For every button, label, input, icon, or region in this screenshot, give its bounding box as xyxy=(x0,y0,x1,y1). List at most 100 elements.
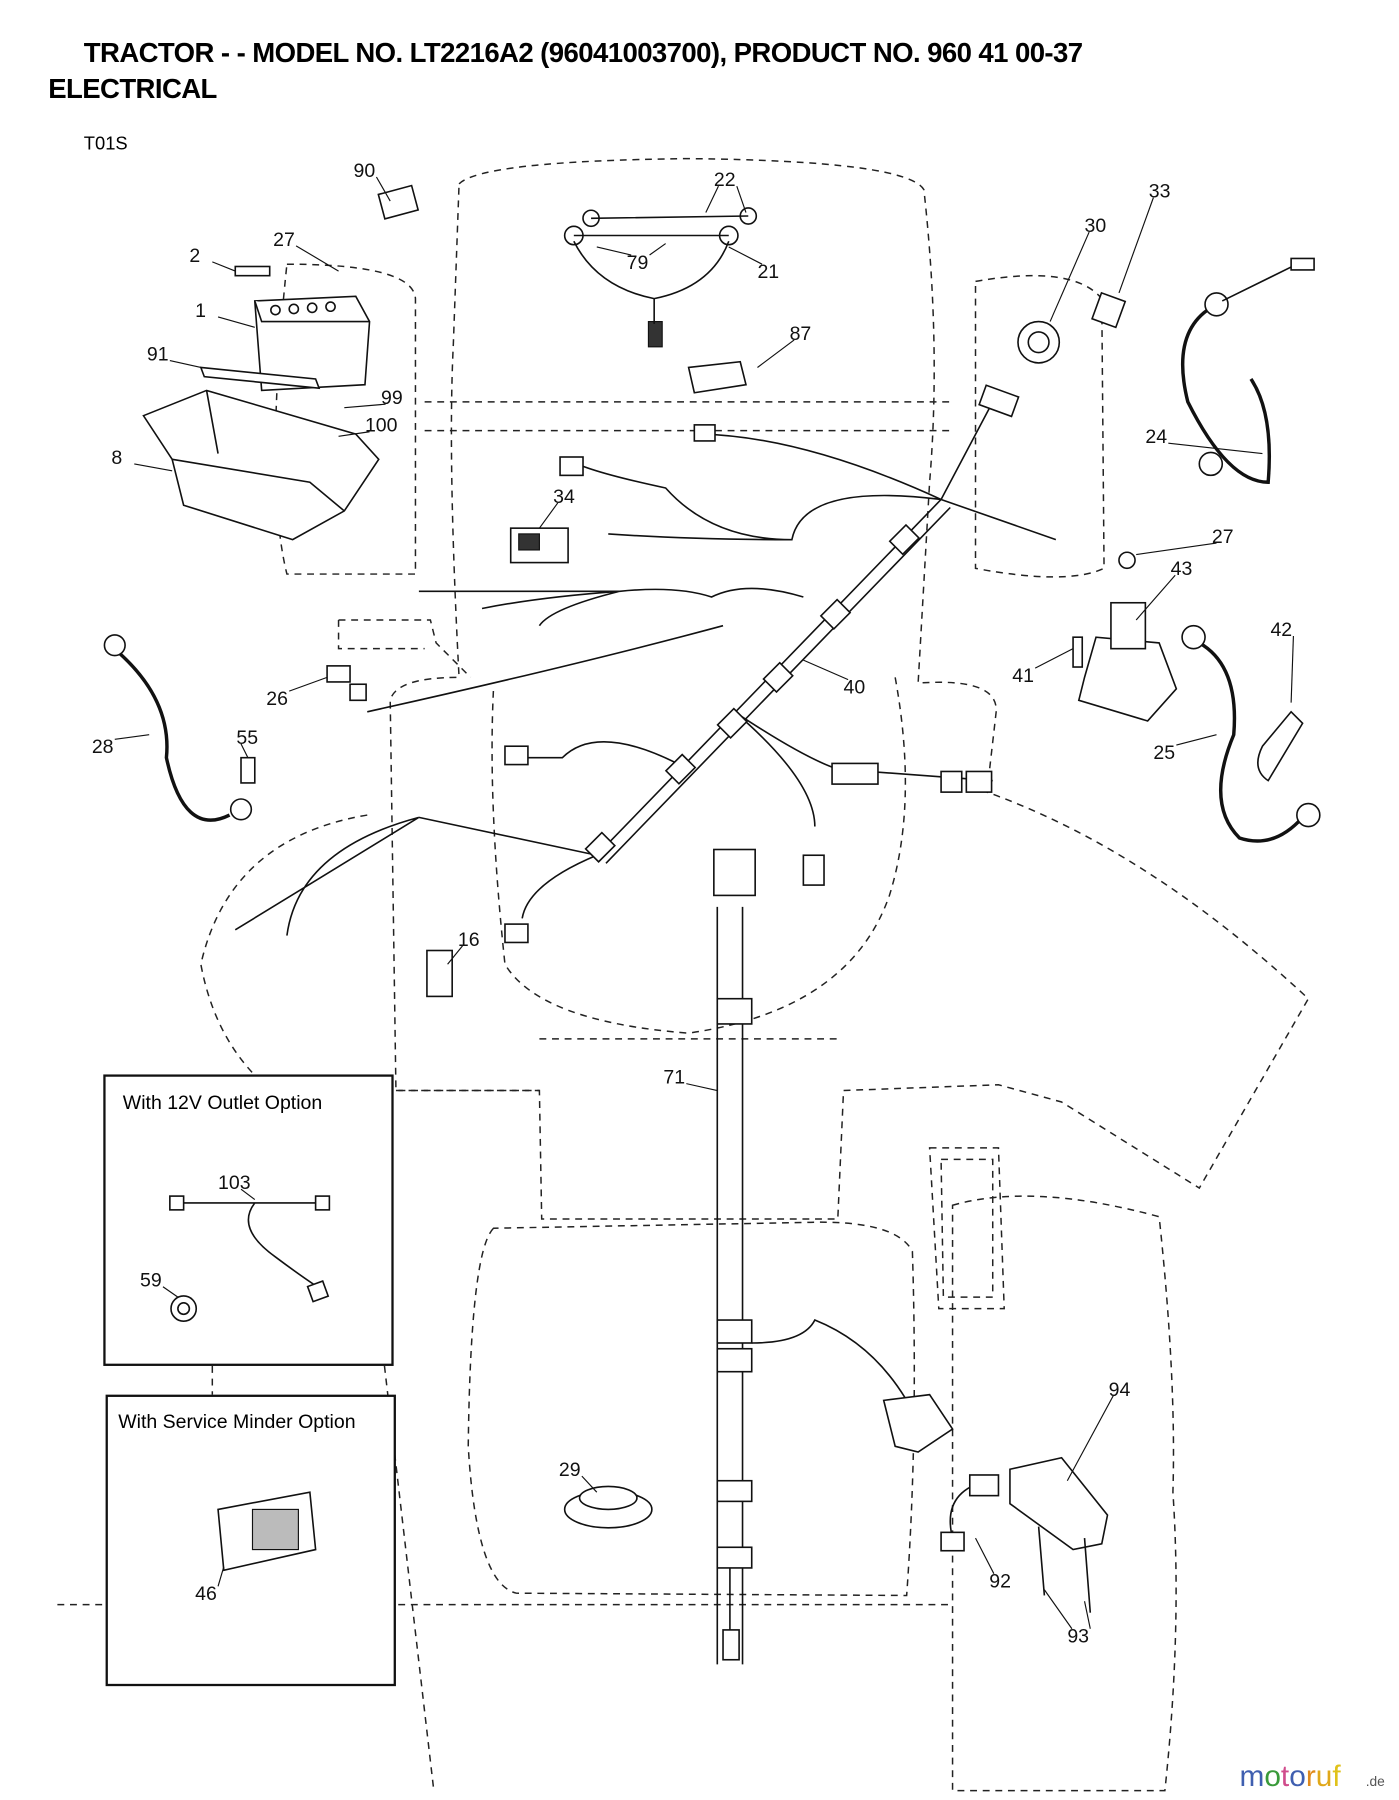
part-87-relay xyxy=(687,360,747,394)
inset-service-minder-option: With Service Minder Option xyxy=(105,1394,396,1687)
inset-12v-outlet-option: With 12V Outlet Option xyxy=(103,1074,394,1366)
callout-46: 46 xyxy=(195,1583,217,1605)
callout-leader-94 xyxy=(1066,1395,1114,1481)
callout-leader-30 xyxy=(1049,231,1090,322)
callout-21: 21 xyxy=(757,261,779,283)
callout-leader-93 xyxy=(1083,1601,1091,1629)
callout-leader-87 xyxy=(757,339,795,368)
callout-leader-71 xyxy=(686,1083,718,1092)
callout-leader-24 xyxy=(1168,442,1263,455)
section-title: ELECTRICAL xyxy=(48,73,217,104)
callout-leader-59 xyxy=(162,1286,179,1298)
callout-79: 79 xyxy=(627,252,649,274)
callout-8: 8 xyxy=(111,447,122,469)
callout-leader-79 xyxy=(596,246,632,256)
part-22-21-lights xyxy=(563,207,758,348)
callout-leader-90 xyxy=(375,176,391,202)
part-24-cable xyxy=(1180,257,1315,484)
callout-leader-28 xyxy=(114,734,150,740)
part-90-relay xyxy=(377,184,420,220)
callout-71: 71 xyxy=(663,1067,685,1089)
callout-34: 34 xyxy=(553,486,575,508)
callout-87: 87 xyxy=(790,323,812,345)
part-71-harness xyxy=(713,848,954,1665)
callout-leader-91 xyxy=(169,360,201,369)
callout-42: 42 xyxy=(1270,619,1292,641)
callout-leader-26 xyxy=(289,676,328,692)
part-43-solenoid xyxy=(1072,551,1178,722)
callout-26: 26 xyxy=(266,688,288,710)
callout-16: 16 xyxy=(458,929,480,951)
callout-leader-79 xyxy=(649,243,666,256)
part-42-boot xyxy=(1257,710,1304,782)
callout-90: 90 xyxy=(353,160,375,182)
tractor-outline xyxy=(57,157,1310,1792)
callout-leader-16 xyxy=(447,945,463,965)
callout-91: 91 xyxy=(147,344,169,366)
callout-leader-100 xyxy=(338,431,370,437)
callout-leader-93 xyxy=(1043,1589,1073,1630)
callout-27: 27 xyxy=(273,229,295,251)
diagram-code: T01S xyxy=(84,132,128,153)
callout-leader-29 xyxy=(581,1475,598,1493)
callout-55: 55 xyxy=(236,727,258,749)
inset-12v-title: With 12V Outlet Option xyxy=(123,1092,322,1114)
callout-33: 33 xyxy=(1149,181,1171,203)
callout-leader-34 xyxy=(538,502,559,529)
part-16-connector xyxy=(426,949,453,998)
callout-leader-42 xyxy=(1290,636,1294,703)
part-94-module xyxy=(940,1456,1109,1613)
callout-leader-92 xyxy=(975,1537,995,1574)
callout-28: 28 xyxy=(92,736,114,758)
inset-service-minder-title: With Service Minder Option xyxy=(118,1411,355,1433)
callout-22: 22 xyxy=(714,169,736,191)
part-1-battery xyxy=(234,265,371,392)
part-91-strap xyxy=(199,366,321,390)
callout-leader-1 xyxy=(217,316,255,328)
watermark-logo: motoruf .de xyxy=(1239,1760,1385,1793)
part-55-bolt xyxy=(240,756,256,784)
callout-94: 94 xyxy=(1109,1379,1131,1401)
part-30-ignition-switch xyxy=(1017,320,1061,364)
page-title: TRACTOR - - MODEL NO. LT2216A2 (96041003… xyxy=(84,37,1083,68)
callout-leader-21 xyxy=(728,246,763,265)
callout-27: 27 xyxy=(1212,526,1234,548)
callout-leader-41 xyxy=(1034,648,1074,669)
callout-41: 41 xyxy=(1012,665,1034,687)
callout-29: 29 xyxy=(559,1459,581,1481)
callout-leader-55 xyxy=(240,743,249,758)
callout-leader-27 xyxy=(295,245,339,272)
svg-text:motoruf: motoruf xyxy=(1239,1760,1341,1793)
callout-leader-46 xyxy=(217,1566,225,1587)
callout-103: 103 xyxy=(218,1172,251,1194)
part-28-cable xyxy=(103,634,253,822)
part-29-horn xyxy=(563,1485,653,1529)
callout-40: 40 xyxy=(844,676,866,698)
callout-leader-99 xyxy=(344,403,386,409)
part-40-wiring-harness xyxy=(234,384,1057,944)
callout-99: 99 xyxy=(381,387,403,409)
part-34-switch xyxy=(509,527,569,564)
callout-93: 93 xyxy=(1067,1626,1089,1648)
callout-leader-43 xyxy=(1135,574,1176,621)
callout-leader-8 xyxy=(134,463,173,472)
callout-leader-27 xyxy=(1136,542,1217,556)
callout-30: 30 xyxy=(1085,215,1107,237)
callout-leader-2 xyxy=(212,261,236,272)
callout-leader-103 xyxy=(240,1188,256,1200)
callout-59: 59 xyxy=(140,1270,162,1292)
callout-leader-40 xyxy=(803,659,849,681)
callout-92: 92 xyxy=(989,1570,1011,1592)
callout-25: 25 xyxy=(1153,742,1175,764)
callout-24: 24 xyxy=(1145,426,1167,448)
svg-text:.de: .de xyxy=(1366,1774,1385,1789)
part-8-battery-tray xyxy=(142,389,380,541)
callout-43: 43 xyxy=(1171,558,1193,580)
callout-leader-22 xyxy=(736,185,747,213)
callout-100: 100 xyxy=(365,415,398,437)
callout-leader-33 xyxy=(1118,197,1154,294)
callout-1: 1 xyxy=(195,300,206,322)
